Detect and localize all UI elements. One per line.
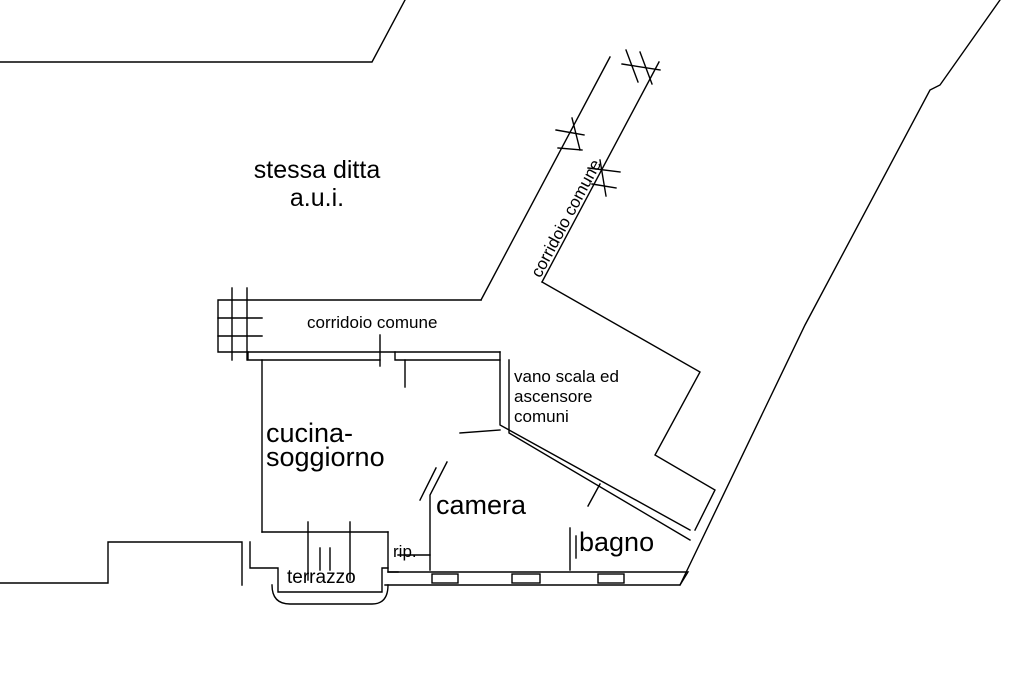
terrace-outline	[249, 541, 389, 593]
camera-left-wall	[429, 461, 448, 571]
diagonal-corridor-door-ticks	[555, 49, 661, 197]
corridor-door-ticks	[217, 287, 263, 361]
label-vano-scala-line1: vano scala ed	[514, 367, 619, 386]
label-cucina-line2: soggiorno	[266, 442, 385, 472]
label-vano-scala: vano scala ed ascensore comuni	[514, 367, 619, 427]
label-vano-scala-line3: comuni	[514, 407, 569, 426]
building-outline-right	[679, 0, 1001, 586]
apartment-top-wall-right	[394, 351, 501, 361]
terrace-balcony-curve	[271, 584, 389, 605]
building-outline-left	[0, 541, 243, 586]
label-cucina-line1: cucina-	[266, 418, 354, 448]
apartment-right-wall	[499, 351, 691, 531]
bagno-door-leaf	[587, 483, 601, 507]
label-camera: camera	[436, 490, 527, 520]
rip-walls	[387, 531, 399, 573]
label-corridoio-comune-horizontal: corridoio comune	[307, 313, 438, 332]
diagonal-corridor-right-wall	[541, 61, 660, 283]
camera-door-leaf	[419, 467, 437, 501]
label-stessa-ditta: stessa ditta a.u.i.	[232, 158, 402, 211]
label-stessa-ditta-line1: stessa ditta	[253, 156, 381, 184]
label-stessa-ditta-line2: a.u.i.	[289, 184, 345, 212]
terrace-door-ticks	[307, 521, 351, 581]
diagonal-corridor-left-wall	[480, 56, 611, 301]
stair-hall-outline	[541, 281, 716, 531]
apartment-top-wall	[247, 351, 381, 361]
label-bagno: bagno	[579, 527, 655, 557]
neighbor-boundary-top	[0, 0, 406, 63]
hall-door-leaf	[459, 429, 501, 434]
label-cucina-soggiorno: cucina- soggiorno	[266, 418, 385, 472]
horizontal-corridor	[217, 299, 501, 353]
label-rip: rip.	[393, 542, 417, 561]
label-vano-scala-line2: ascensore	[514, 387, 593, 406]
window-marks	[431, 573, 625, 584]
label-terrazzo: terrazzo	[287, 567, 356, 588]
apartment-bottom-wall	[384, 571, 690, 586]
inner-right-wall	[508, 359, 691, 541]
